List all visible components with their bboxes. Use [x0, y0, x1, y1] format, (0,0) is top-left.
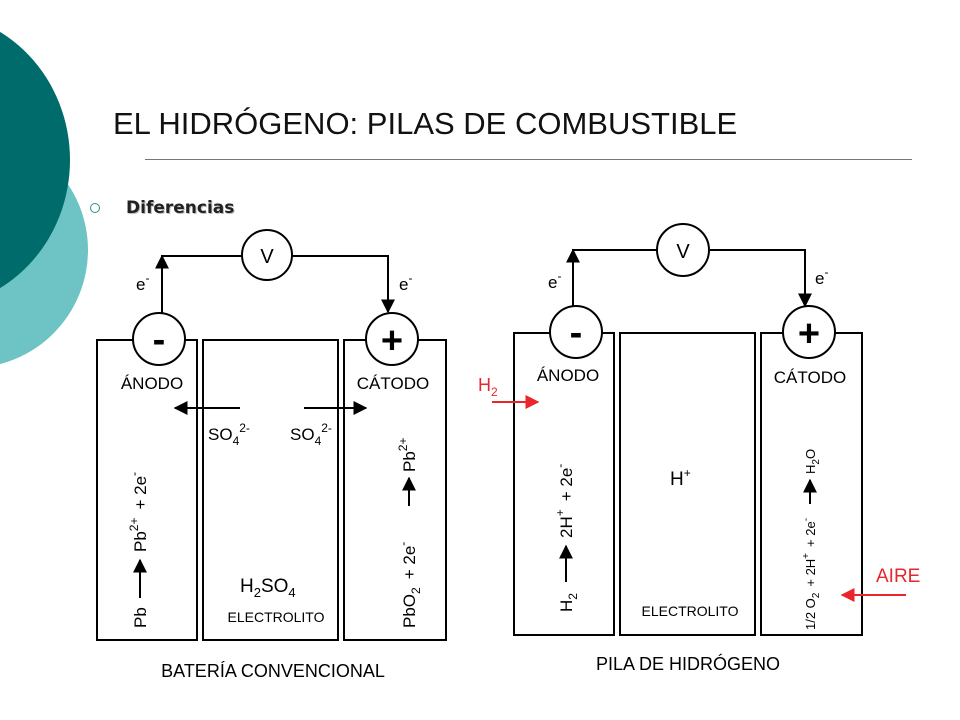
battery-electron-sup-right: - — [408, 271, 412, 285]
decorative-circles — [0, 31, 88, 365]
battery-sulfate-left: SO — [208, 425, 233, 444]
battery-minus-sign: - — [153, 319, 166, 361]
fuel-cell-cathode-reactant: 1/2 O — [803, 598, 818, 630]
fuel-cell-negative-terminal — [549, 305, 603, 359]
fuel-cell-cathode-label: CÁTODO — [774, 368, 846, 387]
fuel-cell-electron-left: e — [548, 273, 557, 292]
bullet-text: Diferencias — [126, 198, 235, 218]
fuel-cell-cathode-product: H — [803, 465, 818, 474]
fuel-cell-proton: H — [670, 469, 684, 490]
battery-electron-sup-left: - — [145, 271, 149, 285]
battery-electrolyte-label: ELECTROLITO — [228, 609, 325, 625]
fuel-cell-anode-reactant: H — [557, 600, 576, 612]
fuel-cell-electrolyte-compartment — [619, 332, 756, 636]
fuel-cell-cathode-electrons: + 2e — [803, 521, 818, 547]
fuel-cell-positive-terminal — [782, 305, 836, 359]
svg-text:H2O: H2O — [803, 449, 822, 474]
svg-text:H2: H2 — [478, 375, 498, 399]
battery-anode-label: ÁNODO — [121, 374, 183, 393]
battery-anode-product: Pb — [131, 531, 150, 552]
fuel-cell-caption: PILA DE HIDRÓGENO — [596, 653, 780, 674]
battery-voltmeter-label: V — [260, 246, 274, 268]
battery-cathode-reactant: PbO — [400, 594, 419, 628]
svg-text:Pb2++ 2e-: Pb2++ 2e- — [127, 472, 150, 552]
svg-text:SO42-: SO42- — [208, 421, 250, 448]
battery-sulfate-right: SO — [290, 425, 315, 444]
svg-text:e-: e- — [815, 265, 828, 288]
svg-text:Pb2+: Pb2+ — [396, 438, 419, 472]
svg-text:PbO2+ 2e-: PbO2+ 2e- — [396, 542, 423, 628]
fuel-cell-diagram: V e- e- - + ÁNODO CÁTODO H2 H2 2H++ 2e- … — [478, 223, 920, 674]
bullet-circle-icon — [90, 203, 100, 213]
fuel-cell-electrolyte-label: ELECTROLITO — [642, 603, 739, 619]
slide-title: EL HIDRÓGENO: PILAS DE COMBUSTIBLE — [113, 106, 738, 141]
fuel-cell-air-input: AIRE — [876, 566, 920, 587]
fuel-cell-h2-input: H — [478, 375, 491, 395]
battery-diagram: V e- e- - + ÁNODO CÁTODO SO42- SO42- Pb … — [96, 229, 447, 681]
svg-text:e-: e- — [548, 269, 561, 292]
battery-cathode-product: Pb — [400, 451, 419, 472]
svg-text:e-: e- — [399, 271, 412, 294]
svg-text:e-: e- — [136, 271, 149, 294]
dark-teal-circle — [0, 31, 70, 289]
battery-electron-left: e — [136, 275, 145, 294]
battery-electrolyte-formula: H — [240, 576, 254, 597]
svg-text:H+: H+ — [670, 466, 691, 490]
svg-text:2H++ 2e-: 2H++ 2e- — [553, 464, 576, 538]
battery-anode-electrons: + 2e — [131, 476, 150, 510]
battery-cathode-electrons: + 2e — [400, 546, 419, 580]
battery-cathode-label: CÁTODO — [357, 374, 429, 393]
battery-electron-right: e — [399, 275, 408, 294]
battery-positive-terminal — [365, 312, 419, 366]
svg-text:H2: H2 — [557, 593, 580, 612]
fuel-cell-plus-sign: + — [798, 313, 820, 355]
fuel-cell-anode-electrons: + 2e — [557, 468, 576, 502]
battery-negative-terminal — [132, 312, 186, 366]
battery-plus-sign: + — [381, 320, 403, 362]
svg-text:H2SO4: H2SO4 — [240, 576, 296, 600]
fuel-cell-minus-sign: - — [570, 312, 583, 354]
battery-anode-reaction: Pb Pb2++ 2e- — [127, 472, 150, 628]
battery-anode-reactant: Pb — [131, 607, 150, 628]
fuel-cell-anode-label: ÁNODO — [537, 366, 599, 385]
title-divider — [145, 159, 912, 160]
fuel-cell-cathode-reaction: 1/2 O2+ 2H++ 2e- H2O — [801, 449, 822, 630]
battery-cathode-reaction: PbO2+ 2e- Pb2+ — [396, 438, 423, 628]
fuel-cell-electron-right: e — [815, 269, 824, 288]
fuel-cell-voltmeter-label: V — [676, 241, 690, 263]
fuel-cell-anode-reaction: H2 2H++ 2e- — [553, 464, 580, 612]
battery-caption: BATERÍA CONVENCIONAL — [161, 661, 385, 681]
battery-voltmeter — [241, 229, 293, 281]
svg-text:Pb: Pb — [131, 607, 150, 628]
fuel-cell-voltmeter — [656, 223, 710, 277]
fuel-cell-cathode-protons: + 2H — [803, 559, 818, 587]
fuel-cell-anode-product: 2H — [557, 516, 576, 538]
battery-electrolyte-compartment — [202, 339, 339, 641]
svg-text:1/2 O2+ 2H++ 2e-: 1/2 O2+ 2H++ 2e- — [801, 518, 822, 630]
svg-text:SO42-: SO42- — [290, 421, 332, 448]
